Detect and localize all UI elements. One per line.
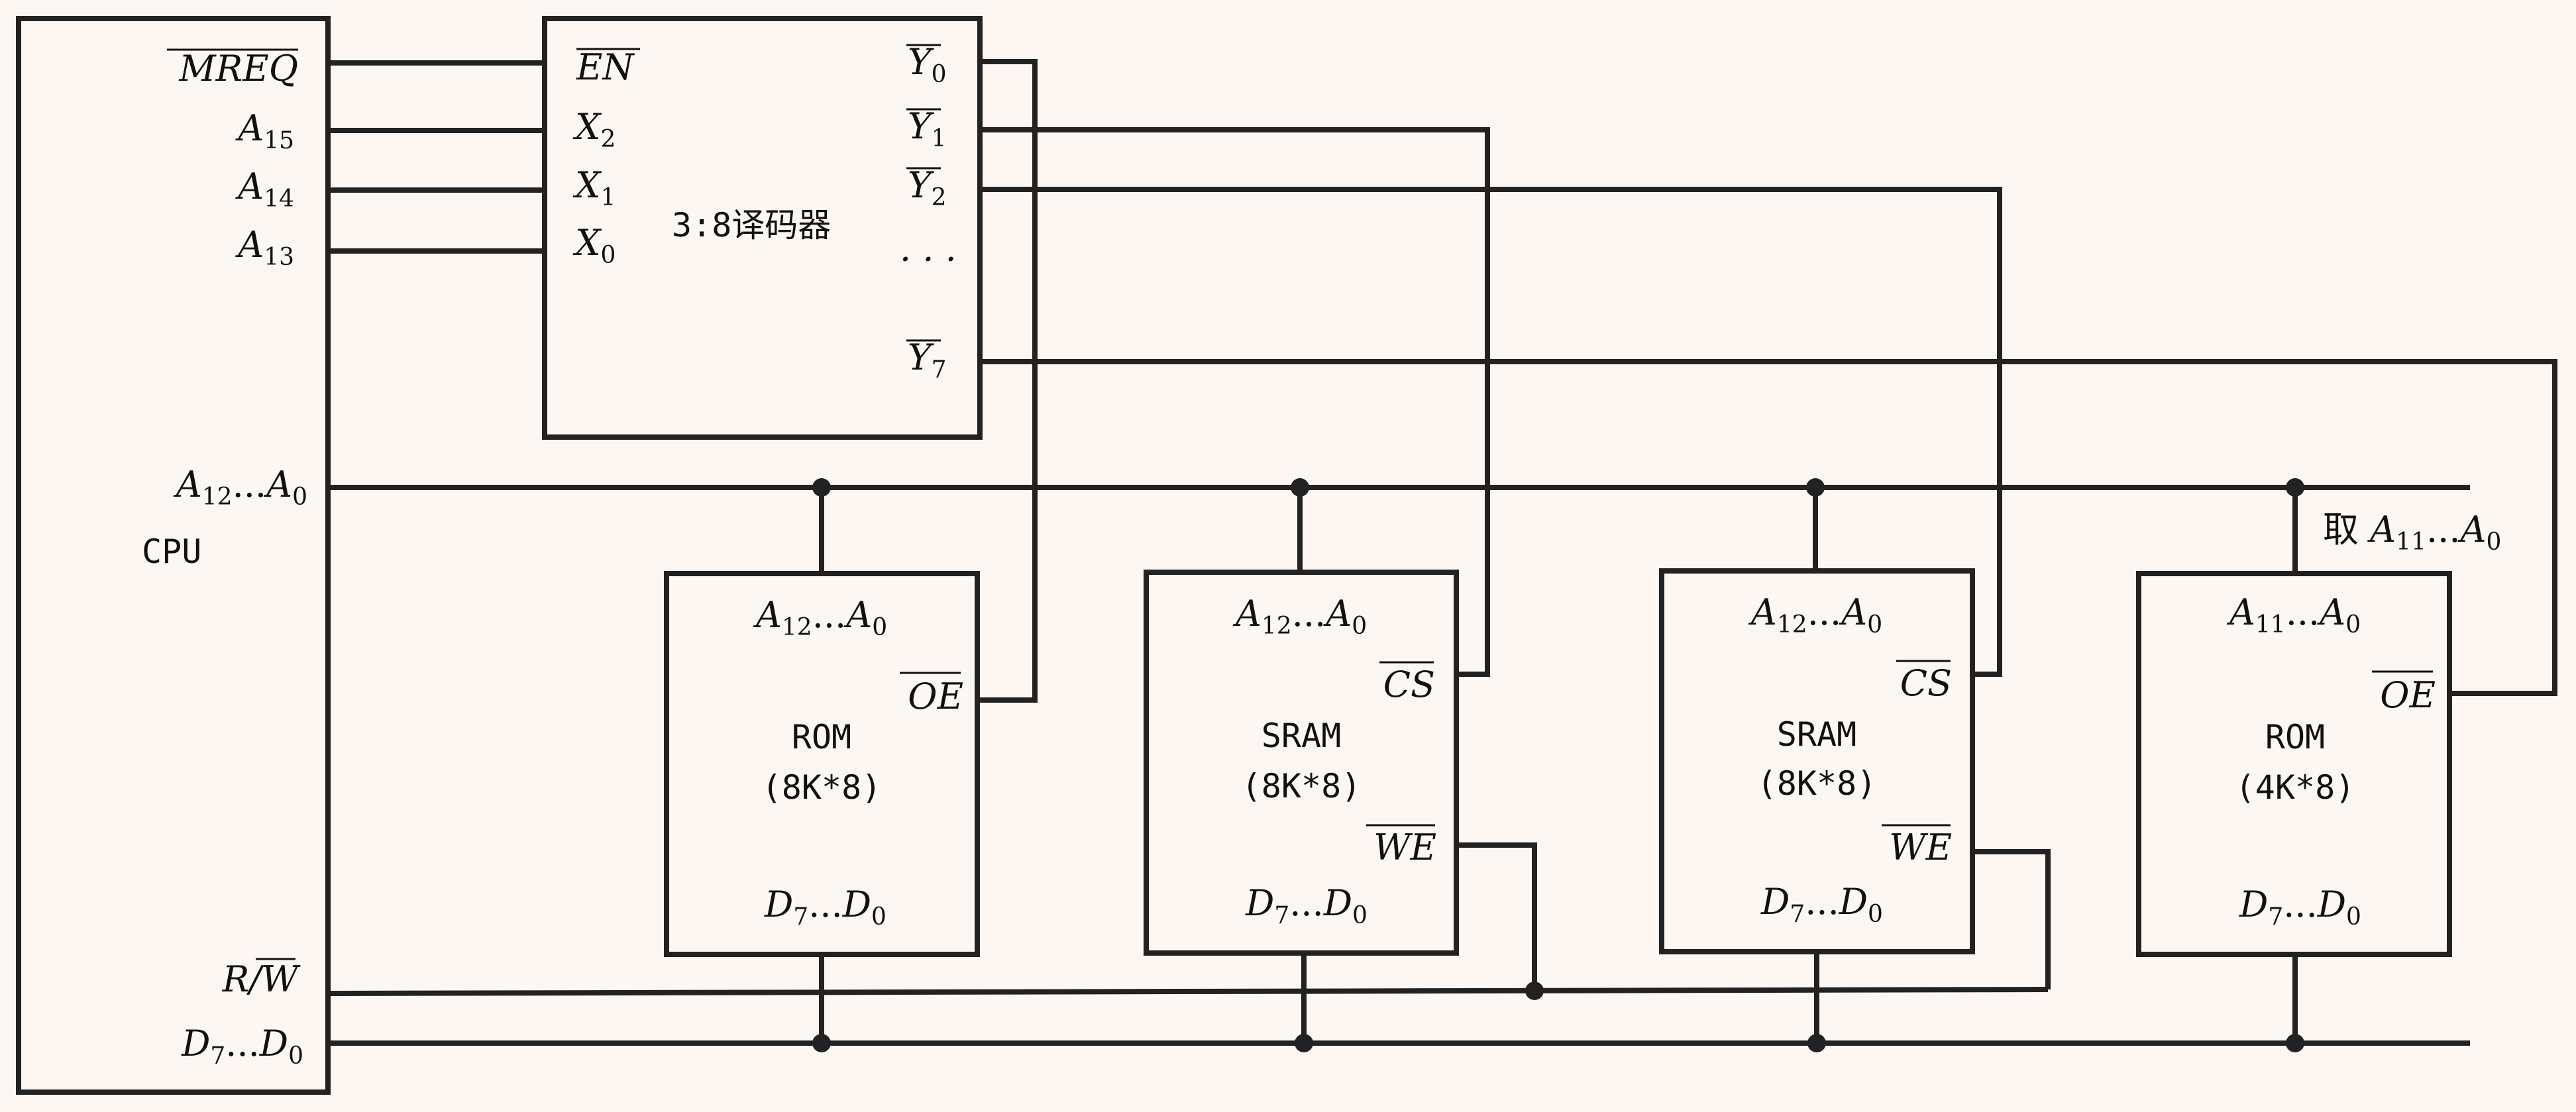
wire-sram2-we (1972, 849, 2051, 989)
decoder-in-en: EN (576, 46, 635, 88)
decoder-out-y0: Y0 (908, 41, 947, 88)
rom-8k-chip: A12...A0 OE ROM (8K*8) D7...D0 (753, 594, 963, 931)
cpu-box (16, 16, 331, 1095)
wire-y2-to-sram2-cs (980, 187, 2002, 677)
chip-size: (4K*8) (2235, 768, 2355, 807)
junction-dot (1295, 1034, 1313, 1052)
chip-address-pins: A12...A0 (753, 594, 887, 641)
chip-address-pins: A11...A0 (2226, 591, 2361, 638)
junction-dot (1807, 1034, 1826, 1052)
decoder-out-y1: Y1 (908, 105, 947, 152)
chip-data-pins: D7...D0 (1760, 881, 1883, 928)
cpu-pin-a15: A15 (235, 107, 294, 154)
junction-dot (2286, 1034, 2304, 1052)
wire-sram1-we (1456, 842, 1537, 991)
annotation-address-range: 取 A11...A0 (2323, 509, 2501, 556)
decoder-out-y2: Y2 (908, 164, 947, 211)
chip-address-pins: A12...A0 (1232, 593, 1367, 640)
cpu-pin-a13: A13 (235, 224, 294, 271)
chip-select-pin: CS (1383, 664, 1435, 705)
chip-data-pins: D7...D0 (764, 884, 886, 931)
chip-type: SRAM (1261, 717, 1341, 755)
junction-dot (812, 1034, 831, 1052)
junction-dot (812, 478, 831, 497)
cpu-pin-data-bus: D7...D0 (181, 1023, 303, 1070)
chip-type: SRAM (1777, 715, 1856, 754)
decoder-box (542, 16, 983, 440)
chip-select-pin: OE (2380, 674, 2436, 716)
cpu-pin-rw: R/W (222, 958, 301, 1000)
chip-type: ROM (2265, 718, 2325, 756)
cpu-pin-mreq: MREQ (178, 48, 298, 89)
decoder-in-x2: X2 (572, 106, 616, 153)
junction-dot (1525, 982, 1544, 1000)
chip-we-pin: WE (1373, 827, 1436, 868)
chip-size: (8K*8) (1757, 764, 1877, 803)
chip-address-pins: A12...A0 (1748, 591, 1882, 638)
chip-we-pin: WE (1889, 827, 1952, 868)
chip-size: (8K*8) (1242, 767, 1362, 805)
cpu-pin-address-bus: A12...A0 (173, 464, 307, 511)
cpu-label: CPU (142, 532, 201, 571)
chip-data-pins: D7...D0 (2239, 884, 2361, 931)
decoder-in-x0: X0 (572, 222, 616, 269)
rw-bus (327, 987, 2049, 996)
decoder-label: 3:8译码器 (672, 206, 831, 244)
chip-type: ROM (792, 718, 851, 756)
chip-select-pin: OE (908, 676, 963, 717)
junction-dot (1806, 478, 1825, 497)
chip-data-pins: D7...D0 (1245, 882, 1368, 929)
decoder-out-y7: Y7 (908, 336, 947, 383)
decoder-out-ellipsis: · · · (900, 238, 957, 280)
decoder-in-x1: X1 (572, 164, 616, 211)
chip-size: (8K*8) (762, 768, 882, 807)
wire-y1-to-sram1-cs (980, 127, 1490, 677)
chip-select-pin: CS (1900, 662, 1952, 704)
sram-1-chip: A12...A0 CS SRAM (8K*8) WE D7...D0 (1232, 593, 1436, 929)
junction-dot (1291, 478, 1309, 497)
rom-4k-chip: A11...A0 OE ROM (4K*8) D7...D0 (2226, 591, 2436, 931)
wire-y0-to-rom-oe (977, 59, 1038, 703)
junction-dot (2286, 478, 2304, 497)
sram-2-chip: A12...A0 CS SRAM (8K*8) WE D7...D0 (1748, 591, 1952, 928)
cpu-pin-a14: A14 (235, 166, 294, 213)
wire-y7-to-rom4k-oe (980, 359, 2557, 696)
